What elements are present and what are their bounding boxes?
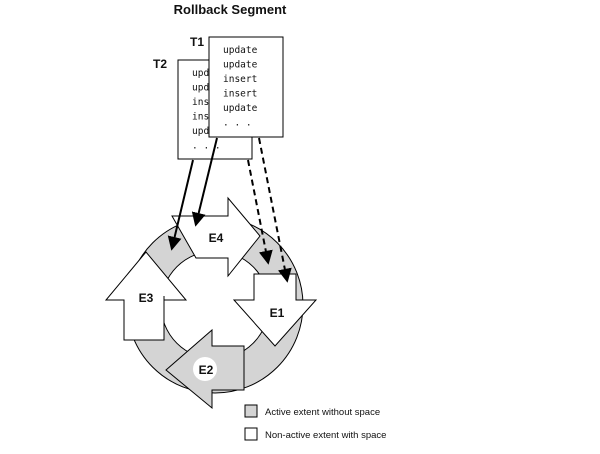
- transaction-t1-line: . . .: [223, 118, 252, 129]
- transaction-t1-line: insert: [223, 74, 257, 85]
- transaction-t2-line: upd: [192, 68, 209, 79]
- t2-solid-arrow-2: [191, 137, 218, 227]
- extent-e1-label: E1: [270, 306, 285, 320]
- t2-solid-arrow-1: [167, 159, 194, 251]
- extent-e3-label: E3: [139, 291, 154, 305]
- transaction-t2-line: ins: [192, 112, 209, 123]
- transaction-t1-line: update: [223, 103, 258, 114]
- transaction-t1-label: T1: [190, 35, 204, 49]
- t1-dashed-arrow-2: [258, 137, 292, 283]
- transaction-t1-lines: update update insert insert update . . .: [223, 45, 258, 129]
- legend: Active extent without space Non-active e…: [244, 404, 386, 441]
- extent-e3-badge: [134, 286, 158, 310]
- legend-active-label: Active extent without space: [265, 407, 380, 418]
- legend-active-swatch: [244, 404, 258, 418]
- extent-e3-arrow: E3: [104, 251, 188, 341]
- extent-e2-badge: [193, 357, 217, 381]
- t1-dashed-arrow-1: [247, 159, 273, 265]
- transaction-t2-line: . . .: [192, 141, 221, 152]
- diagram-title: Rollback Segment: [174, 2, 287, 17]
- extent-e4-badge: [201, 225, 225, 249]
- transaction-t1-line: update: [223, 45, 258, 56]
- transaction-t2-line: upd: [192, 126, 209, 137]
- transaction-t1-line: update: [223, 60, 258, 71]
- transaction-t2-lines: upd upd ins ins upd . . .: [192, 68, 221, 152]
- extent-e4-label: E4: [209, 231, 224, 245]
- extent-e2-arrow: E2: [165, 328, 245, 410]
- extent-e2-label: E2: [199, 363, 214, 377]
- transaction-t1-box: T1 update update insert insert update . . .: [190, 35, 284, 138]
- transaction-t2-line: ins: [192, 97, 209, 108]
- extent-e1-arrow: E1: [232, 273, 318, 347]
- transaction-t2-label: T2: [153, 57, 167, 71]
- transaction-t1-line: insert: [223, 89, 257, 100]
- transaction-t2-line: upd: [192, 83, 209, 94]
- legend-inactive-label: Non-active extent with space: [265, 430, 386, 441]
- legend-inactive-swatch: [244, 427, 258, 441]
